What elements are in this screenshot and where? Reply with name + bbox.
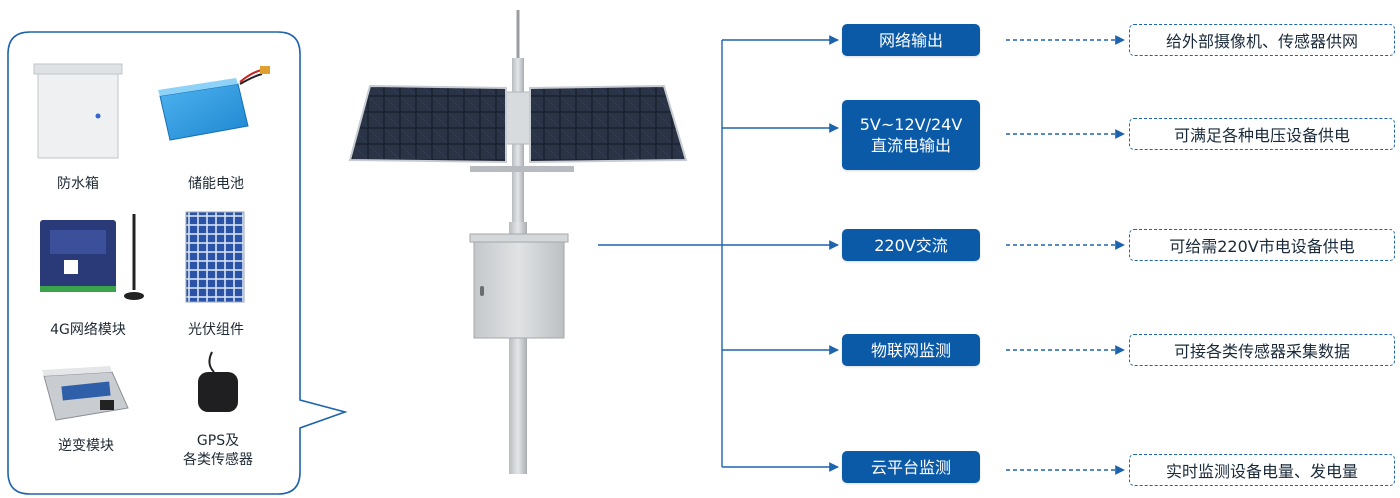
feature-dc-output: 5V~12V/24V 直流电输出 <box>842 100 980 170</box>
feature-ac-output: 220V交流 <box>842 229 980 261</box>
description-connectors <box>1006 35 1125 475</box>
component-label-4g-module: 4G网络模块 <box>50 322 126 338</box>
feature-label: 物联网监测 <box>870 340 951 360</box>
feature-network-output: 网络输出 <box>842 24 980 56</box>
gps-sensor-picture <box>198 351 238 412</box>
description-iot-monitoring: 可接各类传感器采集数据 <box>1129 334 1395 366</box>
description-cloud-monitoring: 实时监测设备电量、发电量 <box>1129 454 1395 486</box>
component-label-gps-line2: 各类传感器 <box>183 452 253 468</box>
waterproof-box-picture <box>33 63 123 159</box>
feature-label: 云平台监测 <box>870 457 951 477</box>
feature-cloud-monitoring: 云平台监测 <box>842 451 980 483</box>
component-label-waterproof-box: 防水箱 <box>57 176 99 192</box>
feature-label-line2: 直流电输出 <box>870 136 951 155</box>
pv-module-picture <box>185 211 245 303</box>
feature-label: 220V交流 <box>874 235 948 255</box>
feature-label: 网络输出 <box>878 30 943 50</box>
equipment-cabinet <box>469 233 569 339</box>
storage-battery-picture <box>158 66 270 141</box>
feature-connectors <box>598 35 839 472</box>
description-dc-output: 可满足各种电压设备供电 <box>1129 118 1395 150</box>
component-label-pv-module: 光伏组件 <box>188 322 244 338</box>
solar-panels <box>348 84 688 172</box>
feature-iot-monitoring: 物联网监测 <box>842 334 980 366</box>
component-label-gps-line1: GPS及 <box>196 433 240 449</box>
component-label-inverter-module: 逆变模块 <box>58 438 114 454</box>
description-network-output: 给外部摄像机、传感器供网 <box>1129 24 1395 56</box>
inverter-module-picture <box>42 366 129 421</box>
component-label-gps-sensors: GPS及 各类传感器 <box>170 432 266 470</box>
feature-label-line1: 5V~12V/24V <box>859 115 963 134</box>
component-label-storage-battery: 储能电池 <box>188 176 244 192</box>
description-ac-output: 可给需220V市电设备供电 <box>1129 229 1395 261</box>
4g-module-picture <box>40 214 144 300</box>
